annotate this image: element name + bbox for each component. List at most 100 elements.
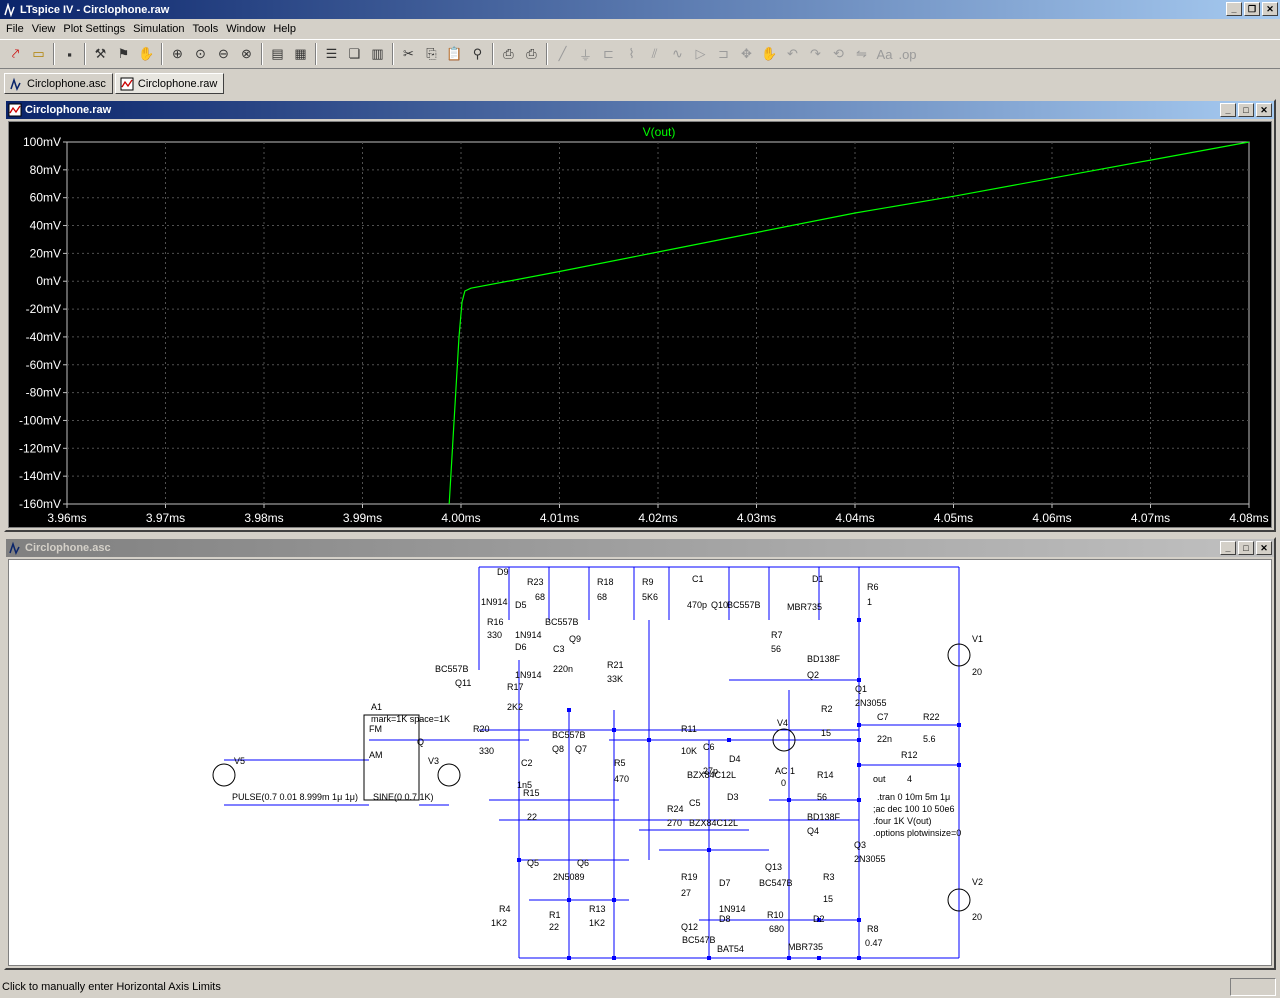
schematic-label[interactable]: 270 — [667, 818, 682, 828]
menu-plot-settings[interactable]: Plot Settings — [63, 22, 126, 35]
schematic-label[interactable]: Q6 — [577, 858, 589, 868]
y-tick-label[interactable]: 60mV — [30, 191, 61, 205]
schematic-label[interactable]: Q3 — [854, 840, 866, 850]
schematic-label[interactable]: 22n — [877, 734, 892, 744]
control-panel-icon[interactable]: ⚒ — [94, 46, 107, 61]
schematic-label[interactable]: D3 — [727, 792, 739, 802]
tile-vertical-icon[interactable]: ▥ — [371, 46, 384, 61]
schematic-label[interactable]: Q8 — [552, 744, 564, 754]
schematic-label[interactable]: 2K2 — [507, 702, 523, 712]
schematic-label[interactable]: 10K — [681, 746, 697, 756]
schematic-label[interactable]: R19 — [681, 872, 698, 882]
schematic-label[interactable]: 20 — [972, 667, 982, 677]
schematic-label[interactable]: AC 1 — [775, 766, 795, 776]
zoom-pan-icon[interactable]: ⊙ — [195, 46, 206, 61]
close-button[interactable]: ✕ — [1262, 2, 1278, 16]
diode-icon[interactable]: ▷ — [695, 46, 706, 61]
zoom-out-icon[interactable]: ⊖ — [218, 46, 229, 61]
schematic-label[interactable]: R2 — [821, 704, 833, 714]
schematic-label[interactable]: R7 — [771, 630, 783, 640]
schematic-label[interactable]: R10 — [767, 910, 784, 920]
resistor-icon[interactable]: ⌇ — [628, 46, 635, 61]
schematic-label[interactable]: .four 1K V(out) — [873, 816, 932, 826]
schematic-label[interactable]: D8 — [719, 914, 731, 924]
x-tick-label[interactable]: 4.00ms — [441, 511, 480, 525]
halt-icon[interactable]: ✋ — [138, 46, 155, 61]
schematic-label[interactable]: 5K6 — [642, 592, 658, 602]
x-tick-label[interactable]: 4.07ms — [1131, 511, 1170, 525]
y-tick-label[interactable]: -160mV — [19, 497, 61, 511]
schematic-label[interactable]: 1N914 — [515, 630, 542, 640]
y-tick-label[interactable]: -140mV — [19, 469, 61, 483]
schematic-label[interactable]: V5 — [234, 756, 245, 766]
voltage-source[interactable] — [212, 763, 236, 787]
x-tick-label[interactable]: 3.99ms — [343, 511, 382, 525]
text-icon[interactable]: Aa — [876, 46, 893, 62]
schematic-label[interactable]: Q10 — [711, 600, 728, 610]
print-icon[interactable]: ⎙ — [526, 46, 537, 61]
tab-circlophone-asc[interactable]: Circlophone.asc — [4, 73, 113, 94]
y-tick-label[interactable]: -80mV — [26, 386, 61, 400]
schematic-label[interactable]: 1N914 — [481, 597, 508, 607]
schematic-label[interactable]: D4 — [729, 754, 741, 764]
schematic-label[interactable]: .options plotwinsize=0 — [873, 828, 961, 838]
zoom-area-icon[interactable]: ⊕ — [172, 46, 183, 61]
menu-file[interactable]: File — [6, 22, 24, 35]
fit-plot-icon[interactable]: ▦ — [294, 46, 307, 61]
schematic-label[interactable]: R8 — [867, 924, 879, 934]
schematic-label[interactable]: FM — [369, 724, 382, 734]
undo-icon[interactable]: ↶ — [787, 46, 798, 61]
schematic-label[interactable]: V2 — [972, 877, 983, 887]
schematic-label[interactable]: R17 — [507, 682, 524, 692]
x-tick-label[interactable]: 4.03ms — [737, 511, 776, 525]
schematic-label[interactable]: BC557B — [545, 617, 579, 627]
wire-icon[interactable]: ╱ — [558, 46, 567, 61]
voltage-source[interactable] — [772, 728, 796, 752]
x-tick-label[interactable]: 4.02ms — [638, 511, 677, 525]
capacitor-icon[interactable]: ⫽ — [651, 46, 658, 61]
cascade-icon[interactable]: ❏ — [348, 46, 361, 61]
menu-tools[interactable]: Tools — [192, 22, 219, 35]
schematic-label[interactable]: 22 — [527, 812, 537, 822]
cut-icon[interactable]: ✂ — [403, 46, 414, 61]
schematic-label[interactable]: C1 — [692, 574, 704, 584]
x-tick-label[interactable]: 4.01ms — [540, 511, 579, 525]
ground-icon[interactable]: ⏚ — [578, 47, 592, 63]
schematic-label[interactable]: C6 — [703, 742, 715, 752]
label-net-icon[interactable]: ⊏ — [603, 46, 614, 61]
schematic-label[interactable]: A1 — [371, 702, 382, 712]
schematic-label[interactable]: BC557B — [727, 600, 761, 610]
schematic-label[interactable]: 330 — [487, 630, 502, 640]
waveform-plot[interactable]: 100mV80mV60mV40mV20mV0mV-20mV-40mV-60mV-… — [9, 122, 1273, 529]
x-tick-label[interactable]: 3.98ms — [244, 511, 283, 525]
schematic-label[interactable]: 470 — [614, 774, 629, 784]
schematic-label[interactable]: 68 — [597, 592, 607, 602]
minimize-button[interactable]: _ — [1226, 2, 1242, 16]
schematic-label[interactable]: R13 — [589, 904, 606, 914]
schematic-label[interactable]: C7 — [877, 712, 889, 722]
schematic-label[interactable]: 20 — [972, 912, 982, 922]
voltage-source[interactable] — [437, 763, 461, 787]
schematic-label[interactable]: MBR735 — [788, 942, 823, 952]
schematic-label[interactable]: Q7 — [575, 744, 587, 754]
move-icon[interactable]: ✥ — [741, 46, 752, 61]
schematic-label[interactable]: V1 — [972, 634, 983, 644]
paste-icon[interactable]: 📋 — [446, 46, 463, 61]
schematic-label[interactable]: 0 — [781, 778, 786, 788]
schematic-label[interactable]: 56 — [771, 644, 781, 654]
y-tick-label[interactable]: -60mV — [26, 358, 61, 372]
maximize-button[interactable]: □ — [1238, 103, 1254, 117]
schematic-label[interactable]: R4 — [499, 904, 511, 914]
x-tick-label[interactable]: 3.96ms — [47, 511, 86, 525]
schematic-label[interactable]: .tran 0 10m 5m 1μ — [877, 792, 950, 802]
menu-window[interactable]: Window — [226, 22, 266, 35]
y-tick-label[interactable]: 80mV — [30, 163, 61, 177]
maximize-button[interactable]: □ — [1238, 541, 1254, 555]
voltage-source[interactable] — [947, 643, 971, 667]
schematic-label[interactable]: D1 — [812, 574, 824, 584]
schematic-label[interactable]: 1n5 — [517, 780, 532, 790]
y-tick-label[interactable]: 0mV — [36, 274, 61, 288]
mirror-icon[interactable]: ⇋ — [856, 46, 867, 61]
schematic-label[interactable]: R18 — [597, 577, 614, 587]
